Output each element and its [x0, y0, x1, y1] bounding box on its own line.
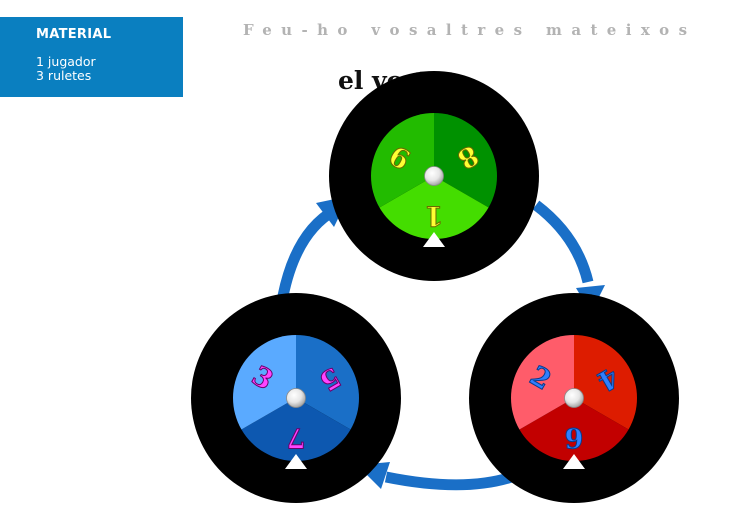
wheel-sector [241, 398, 351, 461]
spin-knob[interactable] [286, 388, 306, 408]
wheel-sector [434, 113, 497, 208]
pointer-triangle [423, 232, 445, 247]
wheel-green[interactable]: 819 [329, 71, 539, 281]
material-title: MATERIAL [36, 27, 112, 42]
material-line-players: 1 jugador [36, 54, 96, 69]
arrow-red-to-blue [384, 468, 523, 491]
spin-knob[interactable] [424, 166, 444, 186]
wheel-sector [511, 335, 574, 430]
arrow-green-to-red [532, 200, 594, 284]
spin-knob[interactable] [564, 388, 584, 408]
sector-number: 7 [287, 422, 306, 453]
activity-heading: Feu-ho vosaltres mateixos [243, 21, 697, 39]
wheel-red[interactable]: 462 [469, 293, 679, 503]
material-line-wheels: 3 ruletes [36, 68, 92, 83]
wheel-sector [371, 113, 434, 208]
wheel-blue[interactable]: 573 [191, 293, 401, 503]
sector-number: 6 [565, 422, 584, 453]
pointer-triangle [563, 454, 585, 469]
sector-number: 1 [425, 200, 444, 231]
wheel-sector [379, 176, 489, 239]
arrow-blue-to-green [277, 205, 338, 298]
pointer-triangle [285, 454, 307, 469]
material-panel: MATERIAL 1 jugador 3 ruletes [0, 17, 183, 97]
wheel-sector [574, 335, 637, 430]
wheel-sector [296, 335, 359, 430]
wheel-sector [233, 335, 296, 430]
